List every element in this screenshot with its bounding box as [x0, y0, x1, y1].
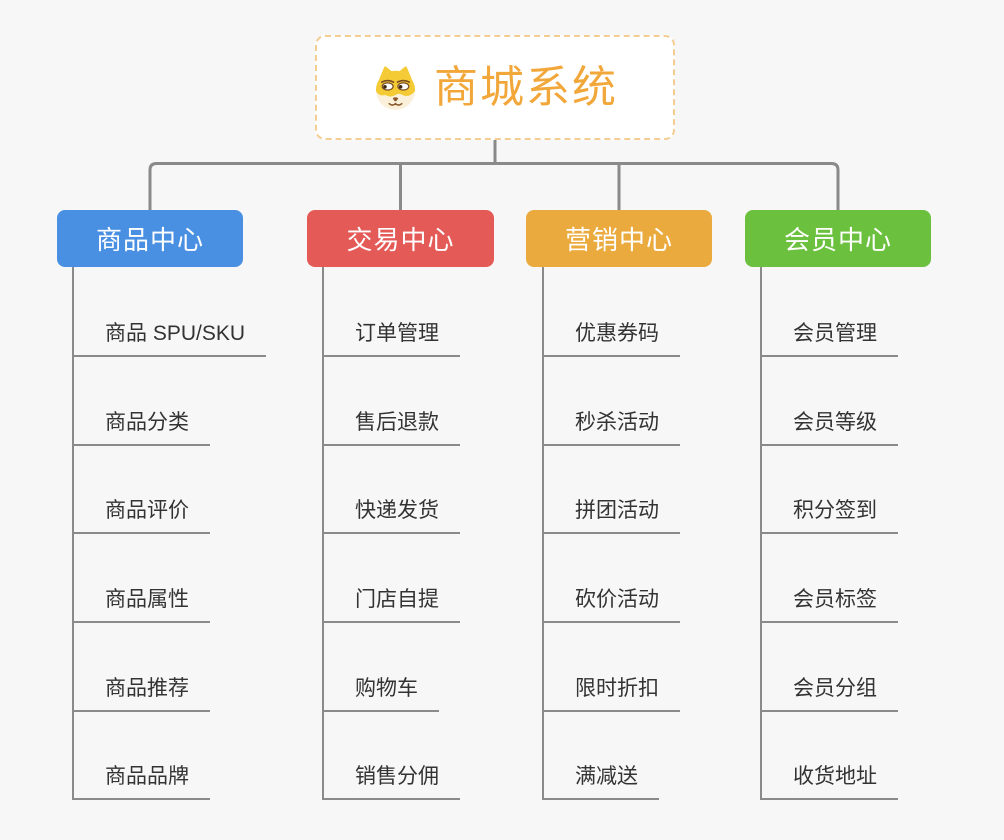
- leaf-after-sales-refund[interactable]: 售后退款: [322, 408, 460, 446]
- leaf-flash-sale[interactable]: 秒杀活动: [542, 408, 680, 446]
- leaf-sales-commission[interactable]: 销售分佣: [322, 762, 460, 800]
- branch-node-product[interactable]: 商品中心: [57, 210, 243, 267]
- leaf-points-checkin[interactable]: 积分签到: [760, 496, 898, 534]
- leaf-product-recommend[interactable]: 商品推荐: [72, 674, 210, 712]
- leaf-shopping-cart[interactable]: 购物车: [322, 674, 439, 712]
- branch-node-trade[interactable]: 交易中心: [307, 210, 494, 267]
- leaf-shipping-address[interactable]: 收货地址: [760, 762, 898, 800]
- branch-label: 营销中心: [564, 225, 673, 255]
- leaf-order-management[interactable]: 订单管理: [322, 319, 460, 357]
- leaf-store-pickup[interactable]: 门店自提: [322, 585, 460, 623]
- branch-node-member[interactable]: 会员中心: [745, 210, 931, 267]
- leaf-member-tag[interactable]: 会员标签: [760, 585, 898, 623]
- branch-label: 交易中心: [346, 225, 455, 255]
- leaf-bargain-activity[interactable]: 砍价活动: [542, 585, 680, 623]
- leaf-time-limited-discount[interactable]: 限时折扣: [542, 674, 680, 712]
- branch-label: 会员中心: [783, 225, 892, 255]
- branch-label: 商品中心: [95, 225, 204, 255]
- leaf-member-level[interactable]: 会员等级: [760, 408, 898, 446]
- leaf-group-buy[interactable]: 拼团活动: [542, 496, 680, 534]
- root-title: 商城系统: [434, 62, 618, 112]
- dog-face-icon: [375, 65, 416, 110]
- leaf-full-reduction[interactable]: 满减送: [542, 762, 659, 800]
- leaf-express-delivery[interactable]: 快递发货: [322, 496, 460, 534]
- leaf-coupon-code[interactable]: 优惠券码: [542, 319, 680, 357]
- leaf-product-brand[interactable]: 商品品牌: [72, 762, 210, 800]
- leaf-member-management[interactable]: 会员管理: [760, 319, 898, 357]
- branch-node-marketing[interactable]: 营销中心: [526, 210, 712, 267]
- leaf-product-spu-sku[interactable]: 商品 SPU/SKU: [72, 319, 267, 357]
- root-node[interactable]: 商城系统: [315, 35, 675, 140]
- leaf-product-category[interactable]: 商品分类: [72, 408, 210, 446]
- leaf-product-review[interactable]: 商品评价: [72, 496, 210, 534]
- leaf-product-attribute[interactable]: 商品属性: [72, 585, 210, 623]
- leaf-member-group[interactable]: 会员分组: [760, 674, 898, 712]
